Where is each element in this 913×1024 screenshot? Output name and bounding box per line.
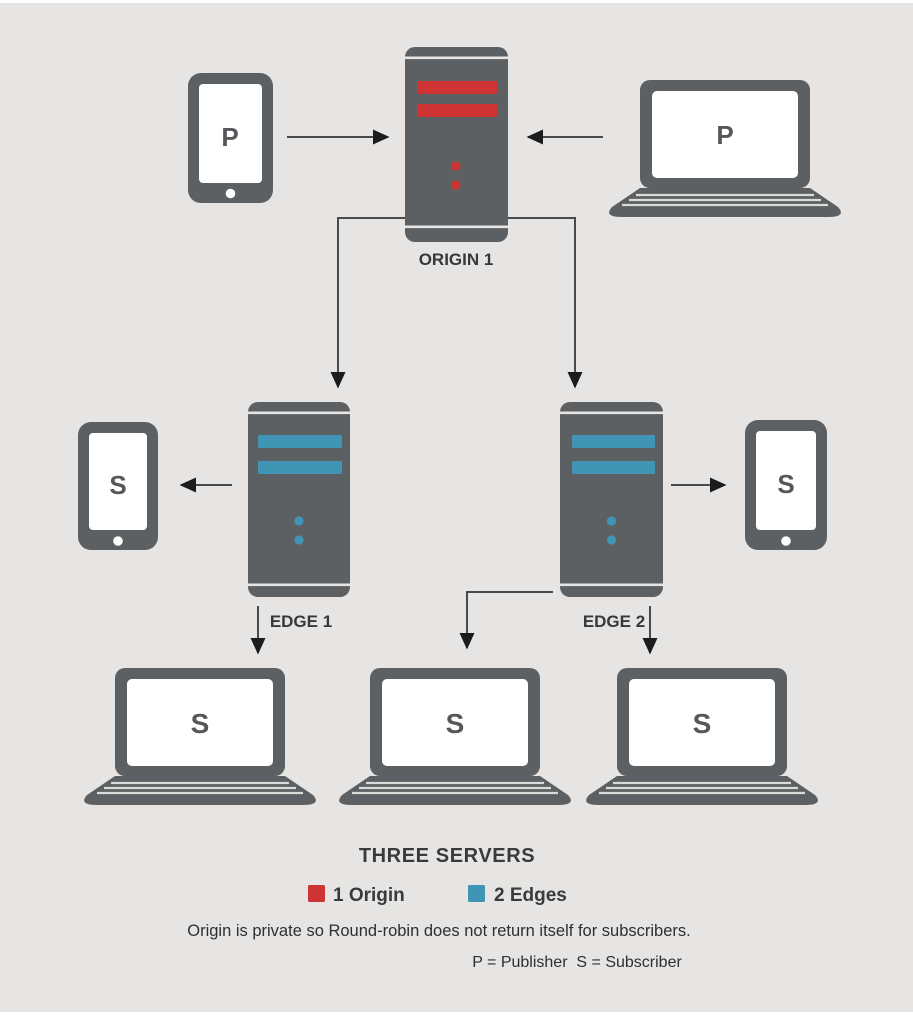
laptop-screen [127,679,273,766]
edge-led-dot [294,535,304,545]
laptop-base [84,776,316,805]
edge-led-dot [606,516,617,526]
tower-cap-gap [560,583,663,587]
laptop-screen [629,679,775,766]
laptop-base [586,776,818,805]
home-button-dot [113,536,123,546]
key-text: P = Publisher S = Subscriber [472,954,682,971]
tablet-screen [89,433,147,530]
laptop-screen [652,91,798,178]
subscriber-letter: S [109,470,126,500]
subscriber-letter: S [191,708,210,739]
tower-cap-gap [405,225,508,229]
tower-cap-gap [560,411,663,415]
publisher-tablet: P [188,73,273,203]
edge2-label: EDGE 2 [583,612,645,631]
edge-led-dot [606,535,617,545]
origin-label: ORIGIN 1 [419,250,494,269]
caption-block: THREE SERVERS 1 Origin 2 Edges Origin is… [187,845,690,971]
note-text: Origin is private so Round-robin does no… [187,922,690,940]
tower-cap-gap [405,56,508,60]
publisher-laptop: P [609,80,841,217]
arrow-edge2-to-middle-laptop [459,591,553,650]
subscriber-tablet-left: S [78,422,158,550]
laptop-base [609,188,841,217]
edge2-server-tower: EDGE 2 [560,402,663,631]
legend-edges-label: 2 Edges [494,885,567,906]
edge-drive-bay-stripe [258,461,342,474]
subscriber-laptop-left: S [84,668,316,805]
origin-led-dot [451,161,461,171]
home-button-dot [781,536,791,546]
publisher-letter: P [221,122,238,152]
edge1-server-tower: EDGE 1 [248,402,350,631]
connection-arrows [179,129,727,655]
tower-body [560,402,663,597]
tower-cap-gap [248,411,350,415]
origin-led-dot [451,180,461,190]
laptop-screen [382,679,528,766]
subscriber-letter: S [777,469,794,499]
publisher-letter: P [716,120,733,150]
origin-drive-bay-stripe [417,81,497,94]
tablet-screen [756,431,816,530]
subscriber-letter: S [446,708,465,739]
origin-server-tower: ORIGIN 1 [405,47,508,269]
subscriber-laptop-middle: S [339,668,571,805]
subscriber-laptop-right: S [586,668,818,805]
arrow-origin-to-edge2 [508,217,583,389]
tower-cap-gap [248,583,350,587]
edge-led-dot [294,516,304,526]
edge-drive-bay-stripe [572,435,655,448]
subscriber-tablet-right: S [745,420,827,550]
legend-edges-swatch [468,885,485,902]
edge-drive-bay-stripe [258,435,342,448]
origin-drive-bay-stripe [417,104,497,117]
edge-drive-bay-stripe [572,461,655,474]
arrow-origin-to-edge1 [330,217,405,389]
edge1-label: EDGE 1 [270,612,332,631]
diagram-title: THREE SERVERS [359,845,535,867]
tablet-screen [199,84,262,183]
subscriber-letter: S [693,708,712,739]
home-button-dot [225,188,236,199]
legend-origin-swatch [308,885,325,902]
laptop-base [339,776,571,805]
tower-body [405,47,508,242]
tower-body [248,402,350,597]
legend-origin-label: 1 Origin [333,885,405,906]
